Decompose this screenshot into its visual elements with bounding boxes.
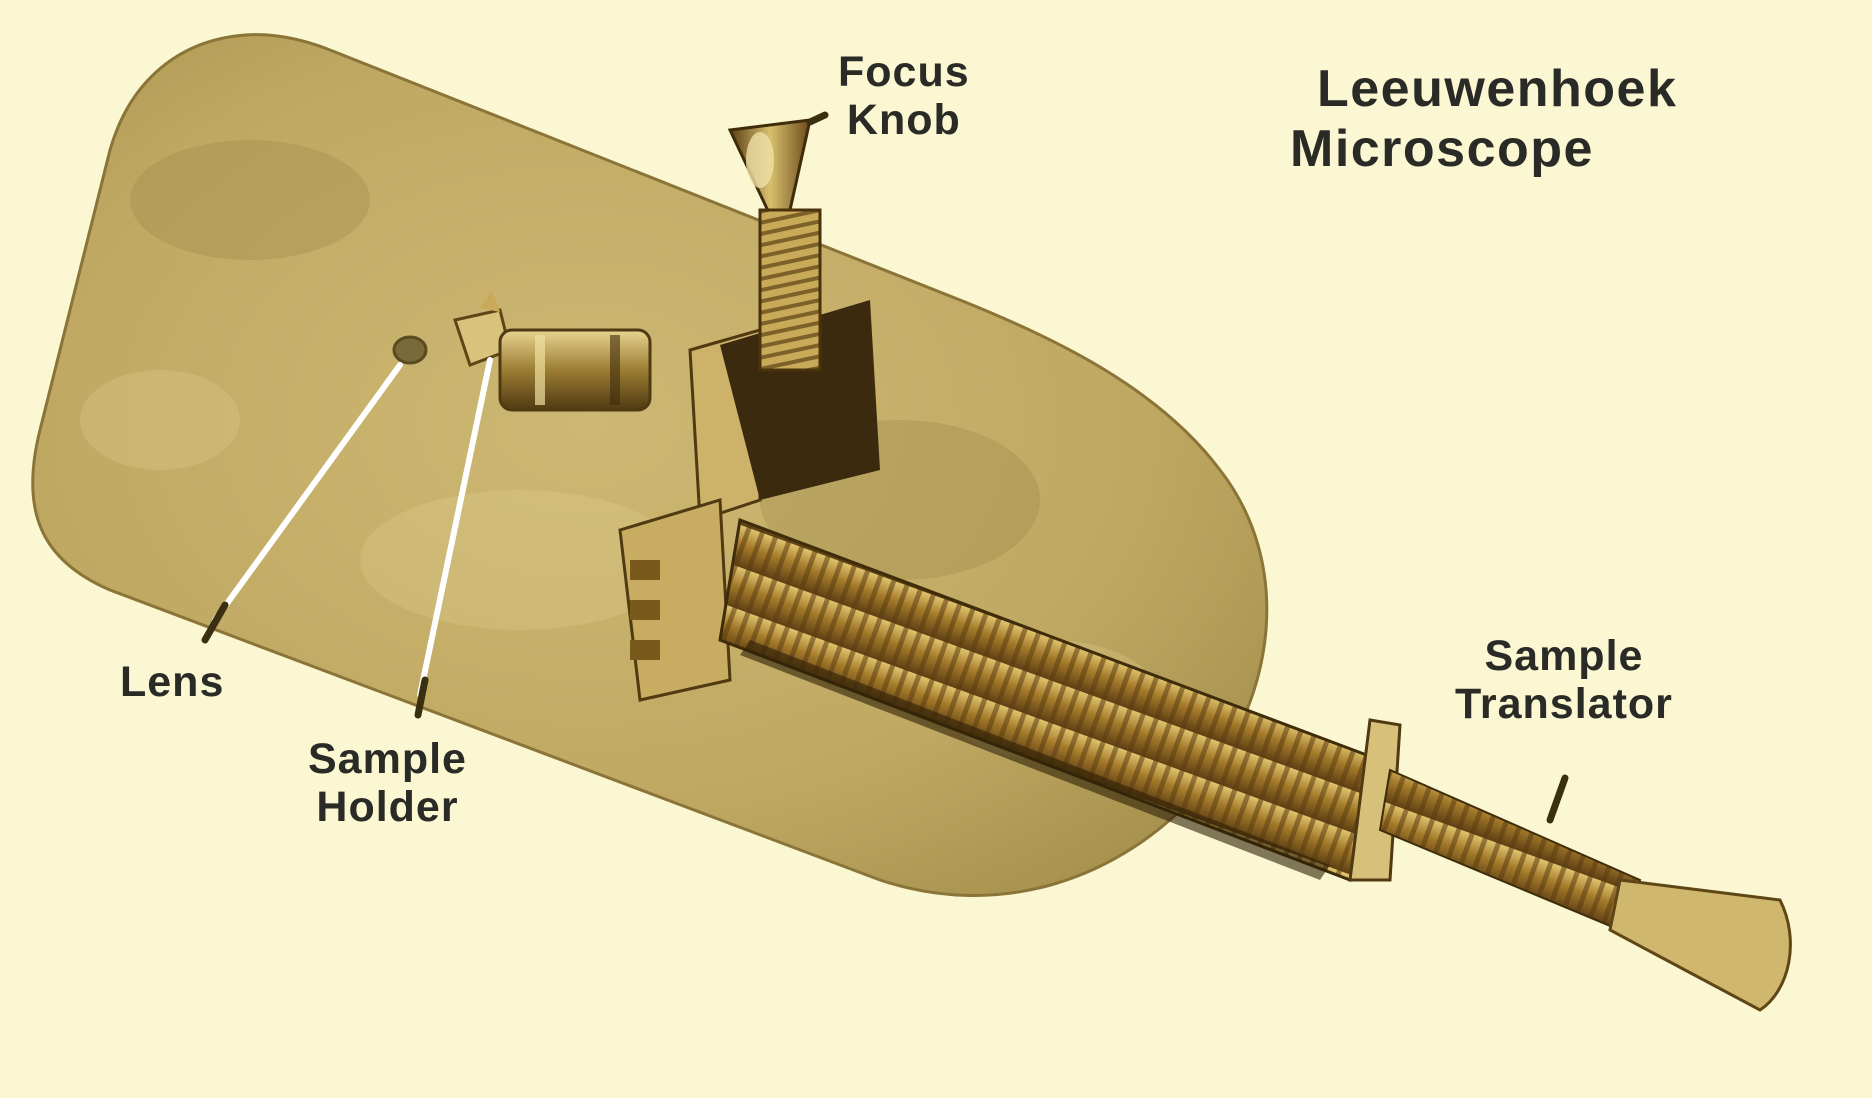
lens-label-line-1: Lens: [120, 658, 224, 706]
sample-translator-label-line-2: Translator: [1455, 680, 1673, 728]
focus-knob-label-line-1: Focus: [838, 48, 970, 96]
focus-knob-label-line-2: Knob: [838, 96, 970, 144]
sample-translator-label: Sample Translator: [1455, 632, 1673, 728]
title-line-2: Microscope: [1290, 120, 1677, 180]
sample-holder-label-line-1: Sample: [308, 735, 467, 783]
focus-knob-label: Focus Knob: [838, 48, 970, 144]
sample-holder-label-line-2: Holder: [308, 783, 467, 831]
sample-translator-label-line-1: Sample: [1455, 632, 1673, 680]
focus-knob-pointer: [810, 115, 825, 122]
lens-hole: [394, 337, 426, 363]
translator-pointer: [1550, 778, 1565, 820]
lens-label: Lens: [120, 658, 224, 706]
title-line-1: Leeuwenhoek: [1317, 60, 1677, 120]
diagram-title: Leeuwenhoek Microscope: [1290, 60, 1677, 180]
sample-holder-label: Sample Holder: [308, 735, 467, 831]
